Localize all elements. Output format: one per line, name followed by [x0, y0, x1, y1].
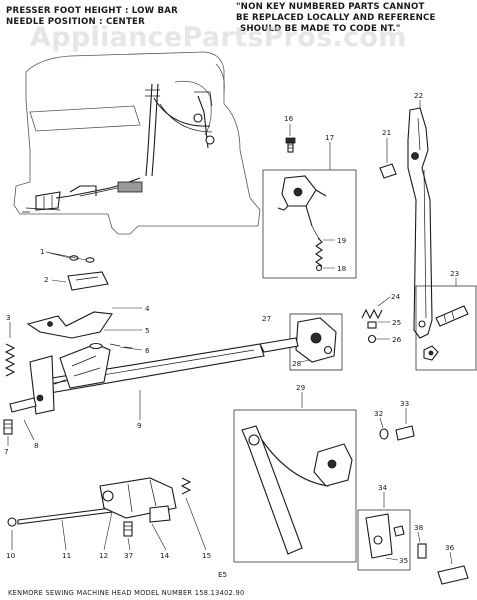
- needle-bar-mechanism: [22, 83, 215, 213]
- callout-12: 12: [99, 551, 108, 560]
- callout-19: 19: [337, 236, 347, 245]
- callout-2: 2: [44, 275, 49, 284]
- callout-23: 23: [450, 269, 459, 278]
- part-24-spring: [361, 296, 391, 320]
- part-23-assembly: [415, 278, 477, 371]
- callout-21: 21: [382, 128, 391, 137]
- watermark-logo: AppliancePartsPros.com: [30, 22, 407, 53]
- parts-7-8: [3, 419, 35, 446]
- parts-1-2: [45, 251, 109, 291]
- callout-28: 28: [292, 359, 302, 368]
- callout-25: 25: [392, 318, 401, 327]
- callout-35: 35: [399, 556, 408, 565]
- callout-1: 1: [40, 247, 45, 256]
- callout-27: 27: [262, 314, 271, 323]
- callout-29: 29: [296, 383, 306, 392]
- parts-10-15-37: [7, 477, 207, 551]
- callout-3: 3: [6, 313, 11, 322]
- callout-6: 6: [145, 346, 150, 355]
- callout-33: 33: [400, 399, 409, 408]
- callout-18: 18: [337, 264, 347, 273]
- parts-4-6: [26, 307, 143, 351]
- part-21-block: [379, 138, 397, 179]
- parts-36-38: [417, 531, 469, 585]
- footer-model-number: KENMORE SEWING MACHINE HEAD MODEL NUMBER…: [8, 589, 244, 597]
- part-9-main-shaft: [9, 337, 299, 420]
- part-27-assembly: [289, 313, 343, 371]
- header-needle-position: NEEDLE POSITION : CENTER: [6, 17, 145, 27]
- callout-15: 15: [202, 551, 211, 560]
- header-note-line3: SHOULD BE MADE TO CODE NT.": [240, 24, 401, 34]
- callout-labels: 1 2 3 4 5 6 7 8 9 10 11 12 14 15 16 17 1…: [4, 91, 459, 565]
- header-presser-foot: PRESSER FOOT HEIGHT : LOW BAR: [6, 6, 178, 16]
- page-code: E5: [218, 570, 227, 579]
- callout-16: 16: [284, 114, 294, 123]
- callout-10: 10: [6, 551, 16, 560]
- callout-7: 7: [4, 447, 9, 456]
- callout-37: 37: [124, 551, 133, 560]
- callout-9: 9: [137, 421, 142, 430]
- header-note-line2: BE REPLACED LOCALLY AND REFERENCE: [236, 13, 436, 23]
- sewing-machine-outline: [13, 51, 261, 235]
- part-34-assembly: [357, 492, 411, 571]
- callout-4: 4: [145, 304, 150, 313]
- callout-36: 36: [445, 543, 455, 552]
- callout-38: 38: [414, 523, 424, 532]
- part-16-screw: [285, 124, 296, 153]
- callout-32: 32: [374, 409, 383, 418]
- part-22-lever: [407, 100, 433, 339]
- callout-11: 11: [62, 551, 71, 560]
- callout-5: 5: [145, 326, 150, 335]
- callout-14: 14: [160, 551, 170, 560]
- header-note-line1: "NON KEY NUMBERED PARTS CANNOT: [236, 2, 425, 12]
- parts-32-33: [379, 408, 415, 441]
- callout-34: 34: [378, 483, 388, 492]
- part-17-assembly: [262, 142, 357, 279]
- callout-8: 8: [34, 441, 39, 450]
- part-25-26-small: [367, 321, 390, 344]
- callout-22: 22: [414, 91, 423, 100]
- callout-17: 17: [325, 133, 334, 142]
- callout-24: 24: [391, 292, 401, 301]
- part-29-assembly: [233, 392, 357, 563]
- callout-26: 26: [392, 335, 402, 344]
- part-3-spring: [4, 322, 16, 377]
